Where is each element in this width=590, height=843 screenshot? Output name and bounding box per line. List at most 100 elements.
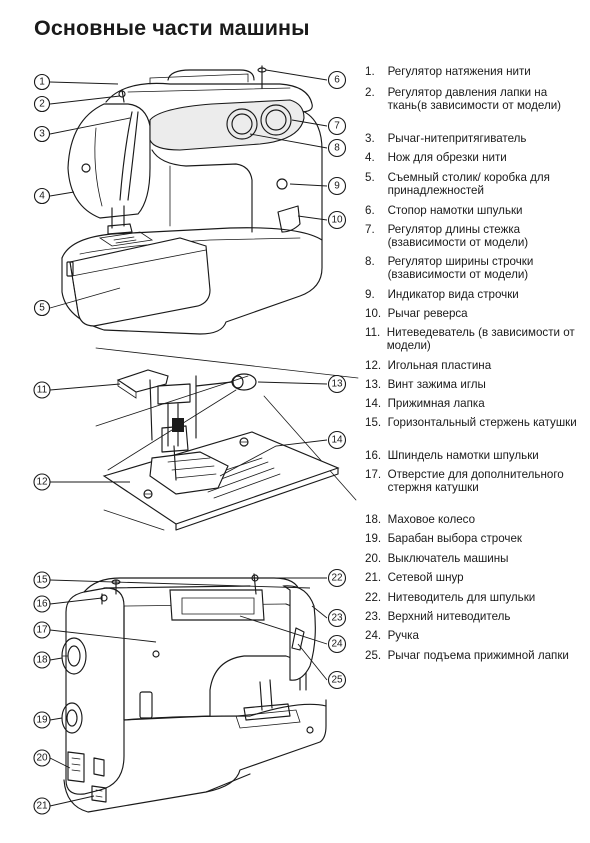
- part-label: Нож для обрезки нити: [387, 151, 507, 164]
- callout-14: 14: [327, 430, 347, 450]
- part-label: Регулятор ширины строчки (взависимости о…: [387, 255, 534, 282]
- part-number: 11.: [365, 326, 387, 339]
- part-number: 2.: [365, 86, 388, 99]
- svg-text:2: 2: [39, 99, 45, 110]
- svg-text:3: 3: [39, 129, 45, 140]
- callout-3: 3: [33, 125, 51, 143]
- part-label: Регулятор длины стежка (взависимости от …: [387, 223, 529, 250]
- part-item-4: 4. Нож для обрезки нити: [365, 151, 585, 164]
- part-number: 15.: [365, 416, 388, 429]
- svg-text:1: 1: [39, 77, 45, 88]
- callout-4: 4: [33, 187, 51, 205]
- part-item-12: 12. Игольная пластина: [365, 359, 585, 372]
- part-label: Рычаг реверса: [387, 307, 468, 320]
- callout-9: 9: [327, 176, 347, 196]
- part-item-2: 2. Регулятор давления лапки на ткань(в з…: [365, 86, 585, 113]
- svg-text:20: 20: [36, 753, 48, 764]
- part-item-9: 9. Индикатор вида строчки: [365, 288, 585, 301]
- part-label: Игольная пластина: [387, 359, 492, 372]
- part-item-11: 11. Нитеведеватель (в зависимости от мод…: [365, 326, 585, 353]
- part-number: 1.: [365, 65, 388, 78]
- callout-11: 11: [33, 381, 51, 399]
- part-label: Маховое колесо: [387, 513, 476, 526]
- part-item-10: 10. Рычаг реверса: [365, 307, 585, 320]
- part-label: Нитеведеватель (в зависимости от модели): [386, 326, 575, 353]
- part-item-8: 8. Регулятор ширины строчки (взависимост…: [365, 255, 585, 282]
- part-item-23: 23. Верхний нитеводитель: [365, 610, 585, 623]
- part-label: Ручка: [387, 629, 419, 642]
- part-item-19: 19. Барабан выбора строчек: [365, 532, 585, 545]
- part-number: 5.: [365, 171, 388, 184]
- svg-text:23: 23: [331, 613, 343, 624]
- svg-text:21: 21: [36, 801, 48, 812]
- part-item-24: 24. Ручка: [365, 629, 585, 642]
- callout-24: 24: [327, 634, 347, 654]
- callout-16: 16: [33, 595, 51, 613]
- part-number: 3.: [365, 132, 388, 145]
- svg-text:6: 6: [334, 75, 340, 86]
- part-number: 8.: [365, 255, 388, 268]
- svg-text:17: 17: [36, 625, 48, 636]
- callout-17: 17: [33, 621, 51, 639]
- part-label: Рычаг подъема прижимной лапки: [387, 649, 569, 662]
- callout-12: 12: [33, 473, 51, 491]
- callout-15: 15: [33, 571, 51, 589]
- callout-7: 7: [327, 116, 347, 136]
- svg-text:4: 4: [39, 191, 45, 202]
- part-item-13: 13. Винт зажима иглы: [365, 378, 585, 391]
- svg-text:19: 19: [36, 715, 48, 726]
- part-number: 7.: [365, 223, 388, 236]
- part-item-5: 5. Съемный столик/ коробка для принадлеж…: [365, 171, 585, 198]
- part-number: 9.: [365, 288, 388, 301]
- part-label: Отверстие для дополнительного стержня ка…: [387, 468, 564, 495]
- part-label: Сетевой шнур: [387, 571, 464, 584]
- svg-text:14: 14: [331, 435, 343, 446]
- part-number: 19.: [365, 532, 388, 545]
- svg-text:9: 9: [334, 181, 340, 192]
- part-item-6: 6. Стопор намотки шпульки: [365, 204, 585, 217]
- svg-text:12: 12: [36, 477, 48, 488]
- callout-19: 19: [33, 711, 51, 729]
- part-number: 16.: [365, 449, 388, 462]
- part-number: 24.: [365, 629, 388, 642]
- part-number: 4.: [365, 151, 388, 164]
- callout-18: 18: [33, 651, 51, 669]
- callout-8: 8: [327, 138, 347, 158]
- part-label: Стопор намотки шпульки: [387, 204, 523, 217]
- callout-10: 10: [327, 210, 347, 230]
- svg-text:22: 22: [331, 573, 343, 584]
- part-item-22: 22. Нитеводитель для шпульки: [365, 591, 585, 604]
- page-title: Основные части машины: [34, 16, 310, 40]
- part-number: 18.: [365, 513, 388, 526]
- svg-text:25: 25: [331, 675, 343, 686]
- part-item-3: 3. Рычаг-нитепритягиватель: [365, 132, 585, 145]
- part-label: Горизонтальный стержень катушки: [387, 416, 577, 429]
- part-label: Регулятор натяжения нити: [387, 65, 531, 78]
- part-item-18: 18. Маховое колесо: [365, 513, 585, 526]
- part-item-17: 17. Отверстие для дополнительного стержн…: [365, 468, 585, 495]
- part-number: 22.: [365, 591, 388, 604]
- svg-text:13: 13: [331, 379, 343, 390]
- front-view-illustration: [61, 65, 323, 335]
- callout-20: 20: [33, 749, 51, 767]
- callout-6: 6: [327, 70, 347, 90]
- svg-text:24: 24: [331, 639, 343, 650]
- callout-5: 5: [33, 299, 51, 317]
- part-item-21: 21. Сетевой шнур: [365, 571, 585, 584]
- part-number: 12.: [365, 359, 388, 372]
- part-label: Винт зажима иглы: [387, 378, 486, 391]
- part-label: Съемный столик/ коробка для принадлежнос…: [387, 171, 550, 198]
- part-item-1: 1. Регулятор натяжения нити: [365, 65, 585, 78]
- part-label: Барабан выбора строчек: [387, 532, 522, 545]
- svg-text:10: 10: [331, 215, 343, 226]
- part-number: 13.: [365, 378, 388, 391]
- svg-text:16: 16: [36, 599, 48, 610]
- part-item-25: 25. Рычаг подъема прижимной лапки: [365, 649, 585, 662]
- callout-2: 2: [33, 95, 51, 113]
- needle-area-illustration: [95, 347, 359, 531]
- part-number: 21.: [365, 571, 388, 584]
- part-number: 17.: [365, 468, 388, 481]
- callout-23: 23: [327, 608, 347, 628]
- part-label: Выключатель машины: [387, 552, 509, 565]
